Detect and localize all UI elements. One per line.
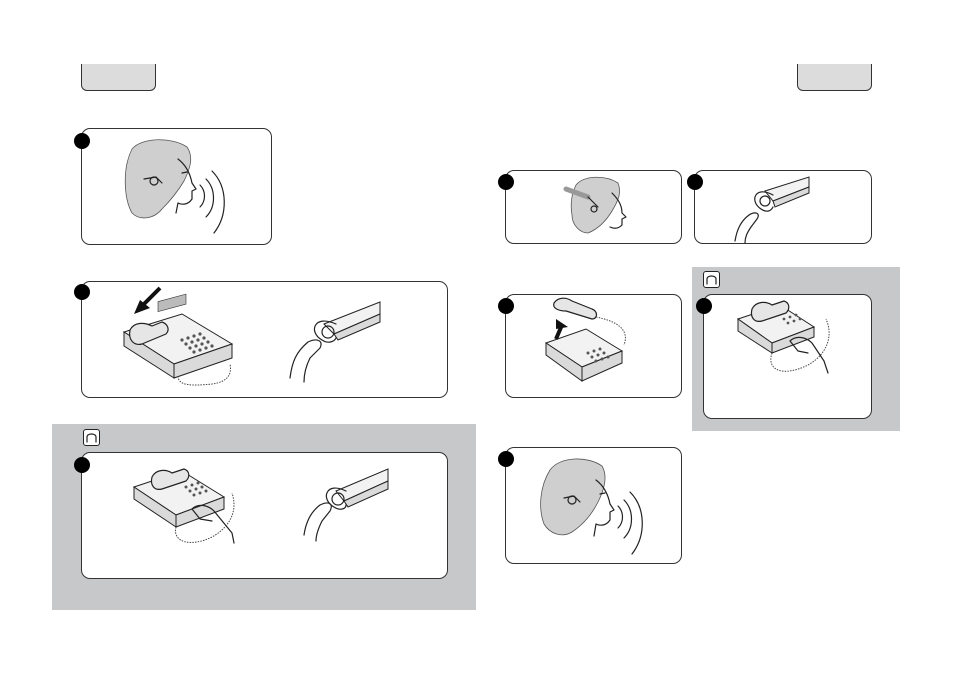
headset-icon [83,429,100,446]
step-marker [498,174,514,190]
step-marker [696,298,712,314]
headset-button-press-illustration [695,171,871,243]
step-marker [687,174,703,190]
step-panel-press-button [694,170,872,244]
step-marker [498,298,514,314]
step-marker [74,133,90,149]
press-phone-button-illustration-right [704,295,871,418]
headset-icon [703,271,720,288]
left-page-tab [81,64,156,91]
press-phone-button-illustration [82,453,447,578]
step-panel-talk-right [505,447,682,564]
woman-talking-illustration [82,129,271,244]
step-panel-headset-mode-press [703,294,872,419]
step-panel-wear-headset [505,170,682,244]
step-panel-headset-mode-end [81,452,448,579]
step-panel-lift-handset [505,294,682,398]
phone-hang-up-illustration [82,282,447,397]
step-panel-hang-up [81,281,448,398]
woman-talking-illustration-right [506,448,681,563]
right-page-tab [797,64,872,91]
step-marker [498,451,514,467]
step-panel-talk [81,128,272,245]
step-marker [74,457,90,473]
woman-with-headset-illustration [506,171,681,243]
lift-handset-illustration [506,295,681,397]
step-marker [74,284,90,300]
